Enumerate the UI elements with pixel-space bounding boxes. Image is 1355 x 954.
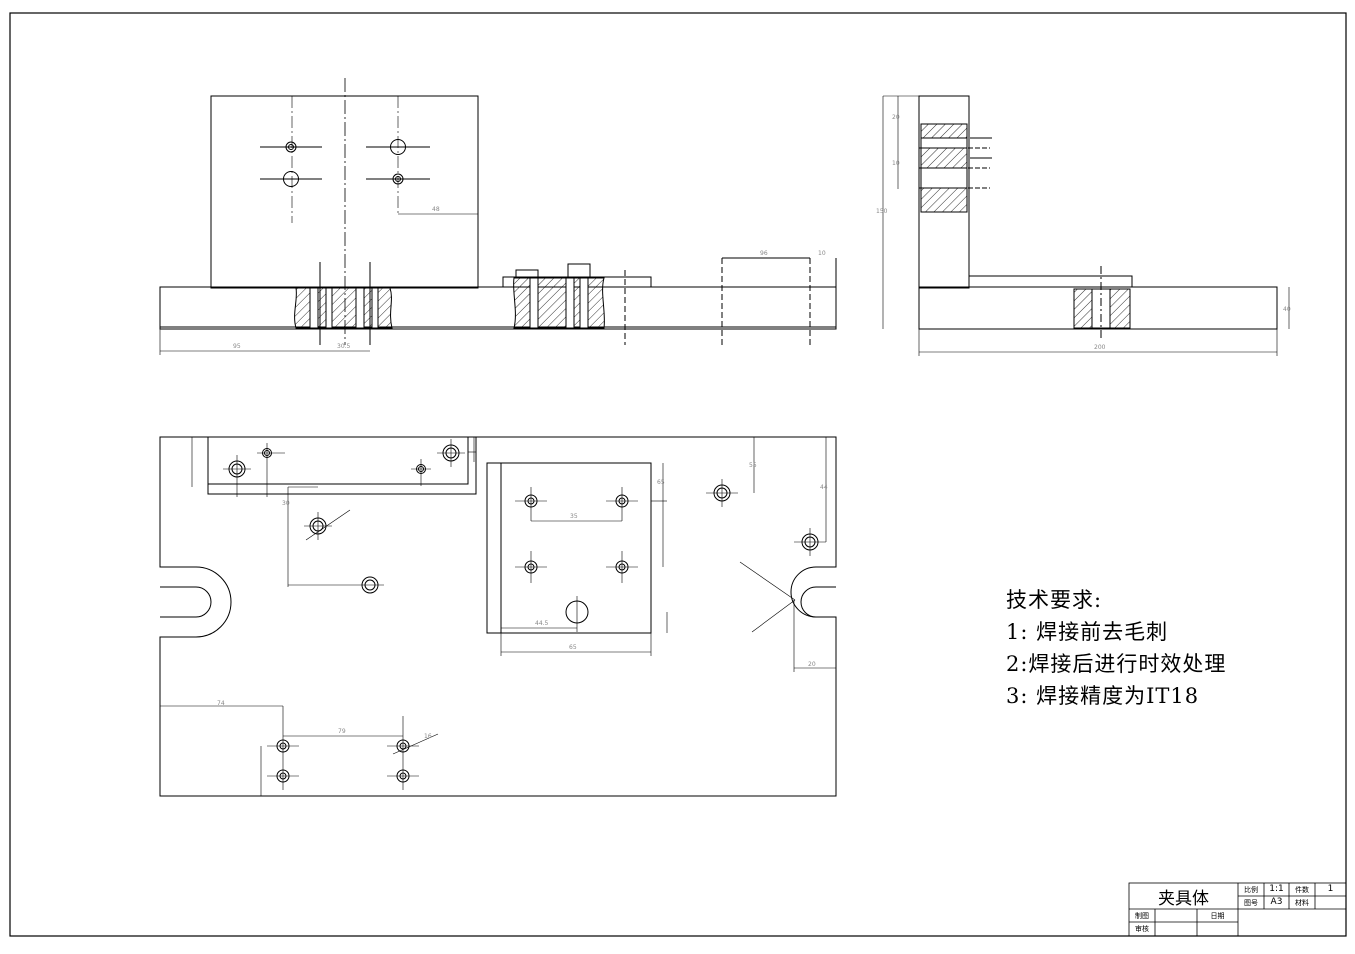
dimension-label: 30.5: [337, 343, 351, 350]
title-block: [1128, 882, 1347, 937]
front-view: [159, 78, 837, 355]
dimension-label: 48: [432, 206, 440, 213]
dimension-label: 96: [760, 250, 768, 257]
material-label: 材料: [1295, 899, 1309, 907]
dimension-label: 65: [657, 479, 665, 486]
dimension-label: 35: [570, 513, 578, 520]
dimension-label: 200: [1094, 344, 1106, 351]
sheet-border: [9, 12, 1347, 937]
tech-req-item: 1: 焊接前去毛刺: [1006, 620, 1169, 644]
checked-label: 审核: [1135, 925, 1149, 933]
plan-view: [159, 436, 837, 797]
dimension-label: 10: [892, 160, 900, 167]
dimension-label: 44.5: [535, 620, 549, 627]
drawn-label: 制图: [1135, 912, 1149, 920]
dimension-label: 95: [233, 343, 241, 350]
tech-req-item: 3: 焊接精度为IT18: [1006, 684, 1200, 708]
tech-req-heading: 技术要求:: [1006, 588, 1103, 612]
scale-label: 比例: [1244, 886, 1258, 894]
tech-req-item: 2:焊接后进行时效处理: [1006, 652, 1227, 676]
plan-holes: [228, 444, 819, 783]
dimension-label: 20: [892, 114, 900, 121]
dimension-label: 20: [808, 661, 816, 668]
dimension-label: 10: [818, 250, 826, 257]
front-upright-plate: [210, 95, 479, 289]
dimension-label: 40: [1283, 306, 1291, 313]
side-upright: [918, 95, 970, 289]
dimension-label: 74: [217, 700, 225, 707]
upright-footprint: [486, 462, 652, 634]
part-name: 夹具体: [1158, 889, 1209, 909]
base-plate-outline: [159, 436, 837, 797]
dimension-label: 79: [338, 728, 346, 735]
section-hatch: [294, 287, 393, 329]
front-base-plate: [159, 286, 837, 330]
dimension-label: 16: [424, 733, 432, 740]
dimension-label: 65: [569, 644, 577, 651]
date-label: 日期: [1210, 912, 1225, 920]
quantity-label: 件数: [1295, 886, 1309, 894]
drawing-no-value: A3: [1270, 897, 1283, 907]
dimension-label: 55: [749, 462, 757, 469]
drawing-no-label: 图号: [1244, 899, 1258, 907]
scale-value: 1:1: [1269, 884, 1284, 894]
side-view: [882, 95, 1290, 356]
section-hatch: [513, 277, 605, 329]
dimension-label: 44: [820, 484, 828, 491]
dimension-label: 30: [282, 500, 290, 507]
quantity-value: 1: [1327, 884, 1334, 894]
dimension-label: 150: [876, 208, 888, 215]
